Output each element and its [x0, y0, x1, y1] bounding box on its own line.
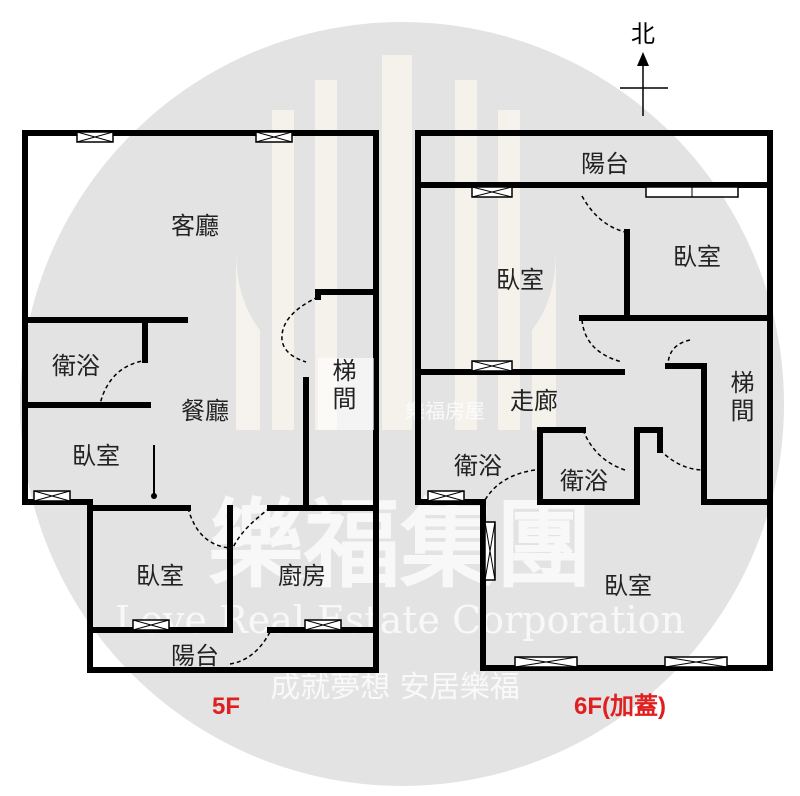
- divider-5f-end: [151, 493, 157, 499]
- room-bedroom-south-5f: 臥室: [136, 562, 184, 590]
- north-arrow-head: [637, 52, 649, 66]
- room-bedroom-nw-6f: 臥室: [496, 266, 544, 294]
- room-stair-5f: 梯間: [328, 358, 356, 414]
- watermark-brand: 樂福集團: [208, 488, 592, 601]
- north-label: 北: [631, 20, 655, 48]
- room-stair-6f: 梯間: [726, 370, 754, 426]
- room-bedroom-west-5f: 臥室: [72, 442, 120, 470]
- room-bath-mid-6f: 衛浴: [560, 467, 608, 495]
- doors-6f: [484, 195, 705, 501]
- watermark-english: Love Real Estate Corporation: [115, 598, 685, 642]
- room-bath-5f: 衛浴: [52, 352, 100, 380]
- room-corridor-6f: 走廊: [510, 387, 558, 415]
- windows-6f: [427, 186, 739, 668]
- room-balcony-6f: 陽台: [581, 150, 629, 178]
- stair-5f-box: [318, 358, 374, 430]
- room-bedroom-south-6f: 臥室: [604, 572, 652, 600]
- room-bath-west-6f: 衛浴: [454, 452, 502, 480]
- room-balcony-5f: 陽台: [171, 642, 219, 670]
- walls-6f: [415, 130, 773, 671]
- doors-5f: [99, 296, 319, 665]
- floor-label-5f: 5F: [212, 693, 240, 720]
- room-kitchen-5f: 廚房: [278, 562, 326, 590]
- room-living-5f: 客廳: [171, 212, 219, 240]
- watermark: 樂福集團 Love Real Estate Corporation 成就夢想 安…: [20, 22, 784, 786]
- room-bedroom-ne-6f: 臥室: [673, 243, 721, 271]
- floor-label-6f: 6F(加蓋): [574, 693, 666, 720]
- floor-6f: 陽台 臥室 臥室 走廊 梯間 衛浴 衛浴 臥室 6F(加蓋): [415, 130, 773, 720]
- windows-5f: [33, 131, 342, 631]
- compass: 北: [620, 20, 668, 116]
- watermark-slogan: 成就夢想 安居樂福: [270, 670, 520, 705]
- floor-5f: 客廳 衛浴 餐廳 臥室 臥室 廚房 陽台 梯間 5F: [22, 130, 379, 720]
- room-dining-5f: 餐廳: [181, 397, 229, 425]
